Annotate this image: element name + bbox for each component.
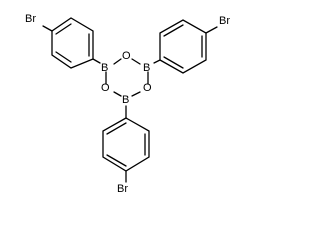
aryl-ring-top-left-double-1	[55, 23, 72, 35]
bond-o-right-b-center	[131, 91, 141, 97]
aryl-ring-top-right-double-1	[163, 24, 184, 37]
atom-label-o-left: O	[101, 82, 110, 94]
bond-aryl-br-top-right	[205, 26, 218, 34]
bond-b-left-o-top	[113, 58, 122, 65]
bond-b-right-aryl	[153, 59, 161, 64]
bond-o-top-b-right	[131, 58, 141, 65]
atom-labels: Br Br Br B B B O O O	[25, 13, 230, 195]
bond-lines	[42, 17, 218, 183]
atom-label-o-right: O	[143, 82, 152, 94]
bond-b-left-aryl	[92, 58, 101, 64]
atom-label-b-left: B	[101, 62, 108, 74]
aryl-ring-top-right	[159, 19, 207, 74]
atom-label-b-right: B	[143, 62, 150, 74]
atom-label-br-top-left: Br	[25, 13, 36, 25]
atom-label-br-top-right: Br	[219, 15, 230, 27]
bond-aryl-br-top-left	[42, 25, 53, 32]
aryl-ring-bottom	[102, 117, 150, 172]
aryl-ring-top-right-double-3	[163, 56, 184, 69]
atom-label-b-center: B	[122, 94, 129, 106]
atom-label-o-top: O	[122, 50, 131, 62]
aryl-ring-top-left	[51, 17, 94, 69]
aryl-ring-bottom-double-1	[106, 122, 127, 135]
aryl-ring-top-left-double-3	[55, 51, 72, 63]
boroxine-structure-diagram: Br Br Br B B B O O O	[25, 13, 230, 195]
aryl-ring-bottom-double-3	[106, 154, 127, 167]
bond-b-center-o-left	[113, 91, 122, 97]
atom-label-br-bottom: Br	[117, 183, 128, 195]
